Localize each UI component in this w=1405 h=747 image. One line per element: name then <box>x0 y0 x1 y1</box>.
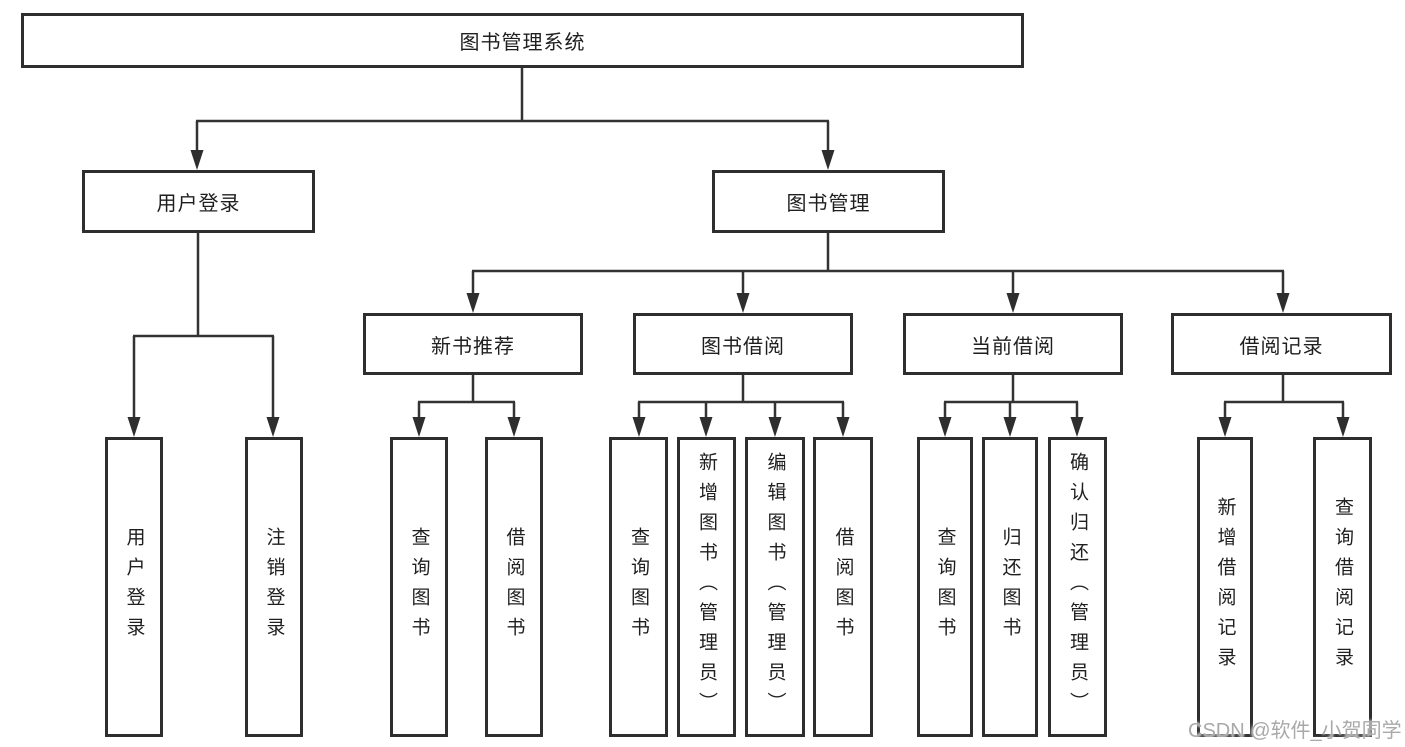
leaf-edit-book-admin: 编辑图书（管理员） <box>745 437 805 737</box>
node-current-borrow-label: 当前借阅 <box>971 335 1055 358</box>
leaf-query-book-current-label: 查询图书 <box>934 527 956 647</box>
node-root: 图书管理系统 <box>21 13 1024 68</box>
leaf-query-book-recommend: 查询图书 <box>390 437 448 737</box>
node-user-login-label: 用户登录 <box>156 193 241 215</box>
arrowheads <box>127 150 1350 437</box>
leaf-query-borrow-record-label: 查询借阅记录 <box>1332 497 1353 677</box>
node-root-label: 图书管理系统 <box>459 32 586 54</box>
leaf-user-login-label: 用户登录 <box>123 527 145 647</box>
node-current-borrow: 当前借阅 <box>903 313 1123 375</box>
leaf-add-borrow-record-label: 新增借阅记录 <box>1214 497 1236 677</box>
leaf-query-book-borrow: 查询图书 <box>609 437 668 737</box>
node-new-book-recommend: 新书推荐 <box>363 313 583 375</box>
leaf-confirm-return-admin-label: 确认归还（管理员） <box>1067 452 1088 722</box>
leaf-return-book-label: 归还图书 <box>999 527 1021 647</box>
node-new-book-recommend-label: 新书推荐 <box>431 335 515 358</box>
leaf-borrow-book-borrow: 借阅图书 <box>813 437 873 737</box>
leaf-logout-label: 注销登录 <box>263 527 285 647</box>
node-user-login: 用户登录 <box>82 170 315 233</box>
leaf-query-book-borrow-label: 查询图书 <box>628 527 649 647</box>
leaf-query-book-recommend-label: 查询图书 <box>408 527 430 647</box>
leaf-confirm-return-admin: 确认归还（管理员） <box>1048 437 1107 737</box>
node-borrow-records: 借阅记录 <box>1171 313 1392 375</box>
leaf-logout: 注销登录 <box>245 437 303 737</box>
leaf-return-book: 归还图书 <box>982 437 1038 737</box>
node-book-management-label: 图书管理 <box>786 193 871 215</box>
leaf-borrow-book-recommend: 借阅图书 <box>485 437 543 737</box>
node-book-borrow: 图书借阅 <box>633 313 853 375</box>
leaf-add-book-admin-label: 新增图书（管理员） <box>696 452 717 722</box>
node-book-management: 图书管理 <box>712 170 945 233</box>
node-book-borrow-label: 图书借阅 <box>701 335 785 358</box>
leaf-user-login: 用户登录 <box>105 437 163 737</box>
leaf-borrow-book-recommend-label: 借阅图书 <box>503 527 525 647</box>
leaf-add-borrow-record: 新增借阅记录 <box>1197 437 1253 737</box>
leaf-edit-book-admin-label: 编辑图书（管理员） <box>764 452 786 722</box>
leaf-borrow-book-borrow-label: 借阅图书 <box>832 527 854 647</box>
watermark: CSDN @软件_小贺同学 <box>1188 720 1402 742</box>
leaf-add-book-admin: 新增图书（管理员） <box>677 437 736 737</box>
leaf-query-book-current: 查询图书 <box>917 437 973 737</box>
leaf-query-borrow-record: 查询借阅记录 <box>1313 437 1372 737</box>
node-borrow-records-label: 借阅记录 <box>1239 335 1324 358</box>
